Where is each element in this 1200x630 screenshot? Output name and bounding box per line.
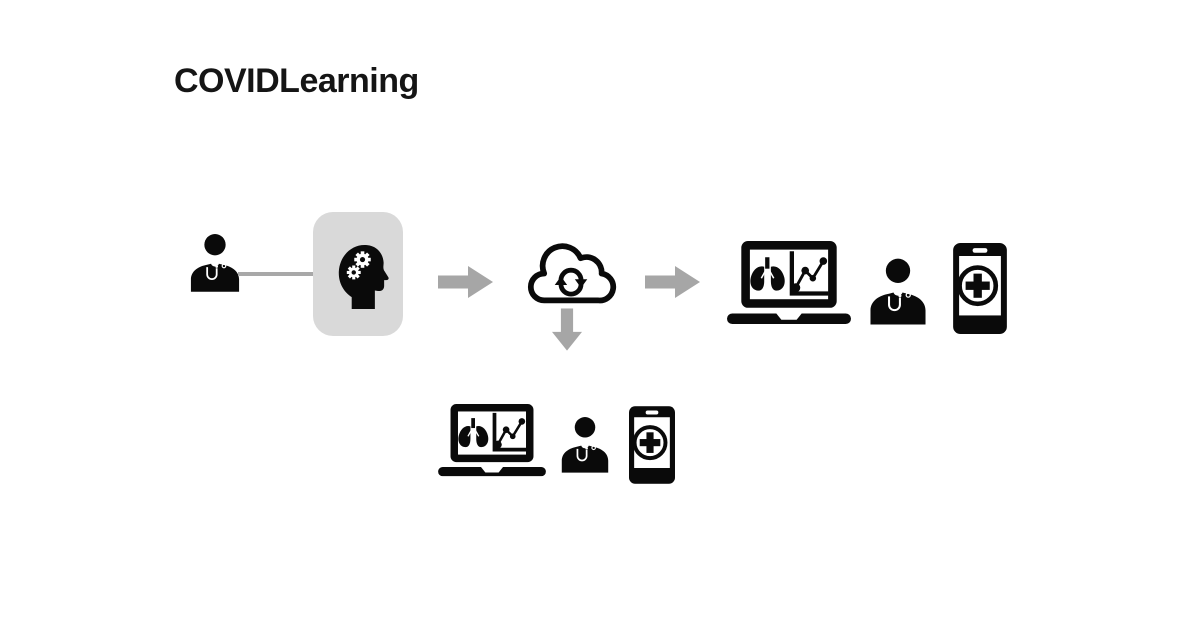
medical-phone-icon [629,406,675,484]
head-gears-icon [333,240,391,309]
cloud-sync-icon [523,241,619,308]
arrow-right-icon [438,266,493,298]
doctor-icon [866,254,930,326]
arrow-right-icon [645,266,700,298]
connector-line [238,272,315,276]
laptop-analytics-icon [727,241,851,325]
laptop-analytics-icon [438,404,546,477]
medical-phone-icon [953,243,1007,334]
page-title: COVIDLearning [174,62,419,100]
doctor-icon [558,413,612,474]
arrow-down-icon [552,307,582,352]
ai-model-box [313,212,403,336]
doctor-icon [187,230,243,293]
